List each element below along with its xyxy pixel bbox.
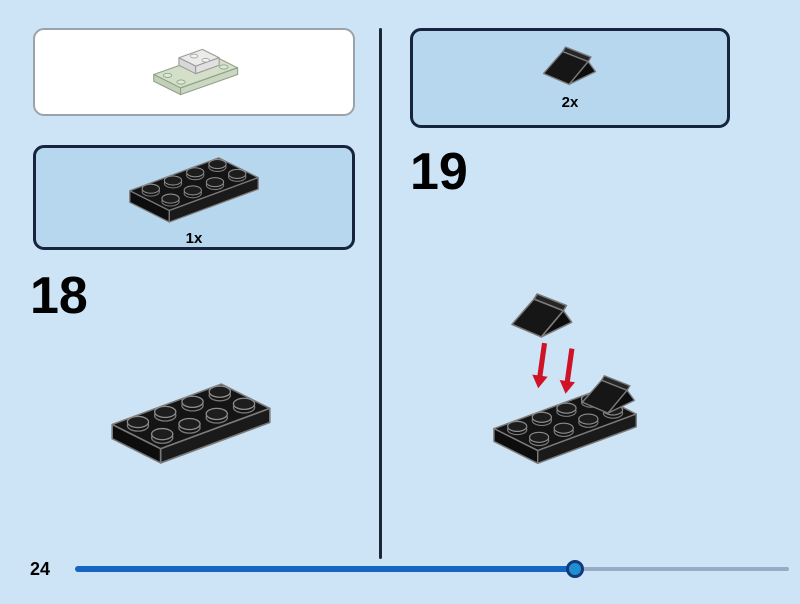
part-count: 2x: [561, 94, 579, 111]
assembly-preview-icon: [153, 48, 239, 96]
black-slope-1x2-icon: [542, 46, 597, 86]
placement-arrow-icon: [532, 342, 548, 389]
step-18-illustration: [100, 372, 282, 469]
floating-slope-icon: [511, 293, 573, 338]
step-19-assembly-icon: [493, 293, 637, 465]
placement-arrow-icon: [559, 348, 576, 394]
part-count: 1x: [185, 230, 203, 247]
step-18-parts-box[interactable]: 1x: [33, 145, 355, 250]
progress-knob[interactable]: [565, 560, 584, 578]
column-divider: [379, 28, 382, 559]
assembly-preview-box[interactable]: [33, 28, 355, 116]
step-19-illustration: [470, 290, 662, 477]
black-plate-2x4-icon: [129, 157, 259, 223]
page-number: 24: [30, 559, 51, 579]
black-plate-2x4-large-icon: [111, 383, 271, 464]
progress-bar[interactable]: [75, 560, 789, 578]
step-18-number: 18: [30, 267, 88, 325]
progress-fill: [75, 566, 575, 572]
step-19-parts-box[interactable]: 2x: [410, 28, 730, 128]
step-19-number: 19: [410, 143, 468, 201]
